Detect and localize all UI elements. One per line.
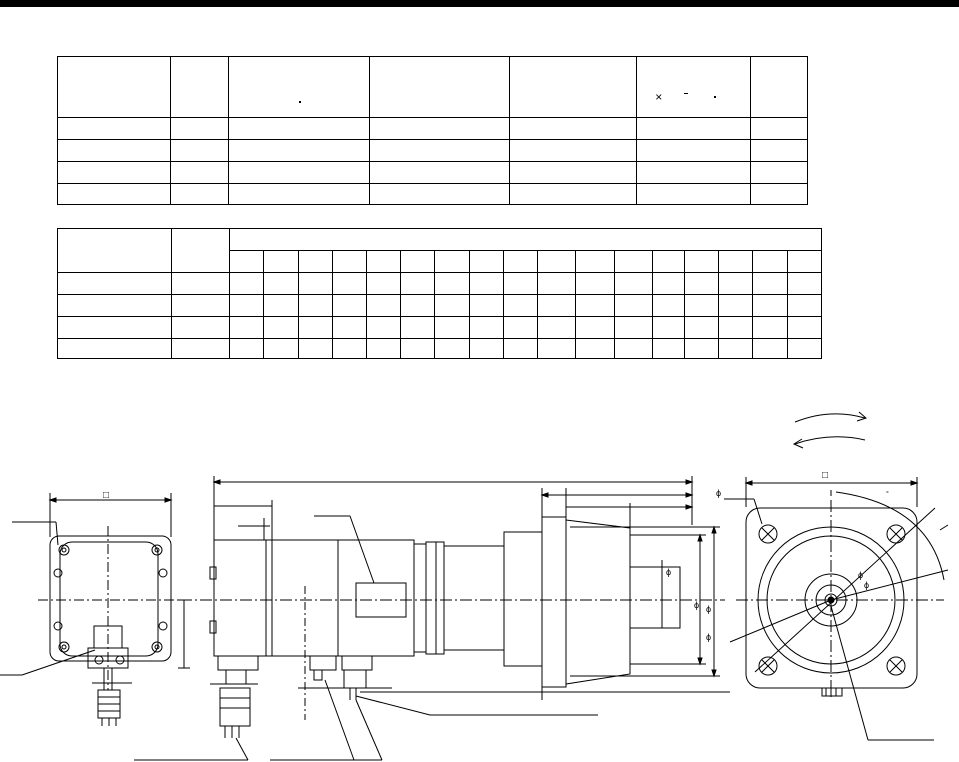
diameter-symbol-flange: ϕ (706, 632, 711, 642)
diameter-symbol-spigot: ϕ (706, 604, 711, 614)
table-subheader-row (58, 250, 823, 273)
corner-bolts (53, 544, 168, 653)
table-row (57, 294, 823, 317)
specification-table-2 (57, 228, 823, 359)
table-header-row: × (57, 56, 808, 118)
side-view (134, 476, 730, 761)
decimal-dot-mark (298, 101, 301, 103)
header-cell (368, 56, 511, 118)
rotation-arrows (792, 411, 867, 449)
table-header-row (57, 228, 822, 273)
dash-mark (684, 93, 689, 94)
table-row (57, 183, 808, 205)
dot-mark (714, 96, 717, 98)
rear-view (0, 493, 198, 726)
header-cell (750, 56, 808, 118)
diameter-symbol-shaft-1: ϕ (666, 567, 671, 577)
diameter-symbol-hole: ϕ (716, 488, 721, 498)
table-row (57, 316, 823, 339)
header-cell (509, 56, 638, 118)
header-cell: × (636, 56, 752, 118)
table-row (57, 161, 808, 184)
specification-table-1: × (57, 56, 808, 205)
header-cell (227, 56, 370, 118)
square-symbol-front: □ (822, 470, 828, 481)
diameter-symbol-shaft-2: ϕ (694, 600, 699, 610)
multiply-symbol: × (655, 90, 663, 104)
square-symbol-rear: □ (103, 490, 109, 501)
diameter-symbol-pcd-2: ϕ (864, 580, 869, 590)
header-cell (57, 228, 172, 273)
table-row (57, 338, 823, 359)
top-rule (0, 0, 959, 7)
degree-symbol: ° (886, 490, 889, 498)
diameter-symbol-pcd-1: ϕ (858, 570, 863, 580)
table-row (57, 139, 808, 162)
mounting-holes (758, 524, 906, 676)
front-view (724, 477, 949, 741)
